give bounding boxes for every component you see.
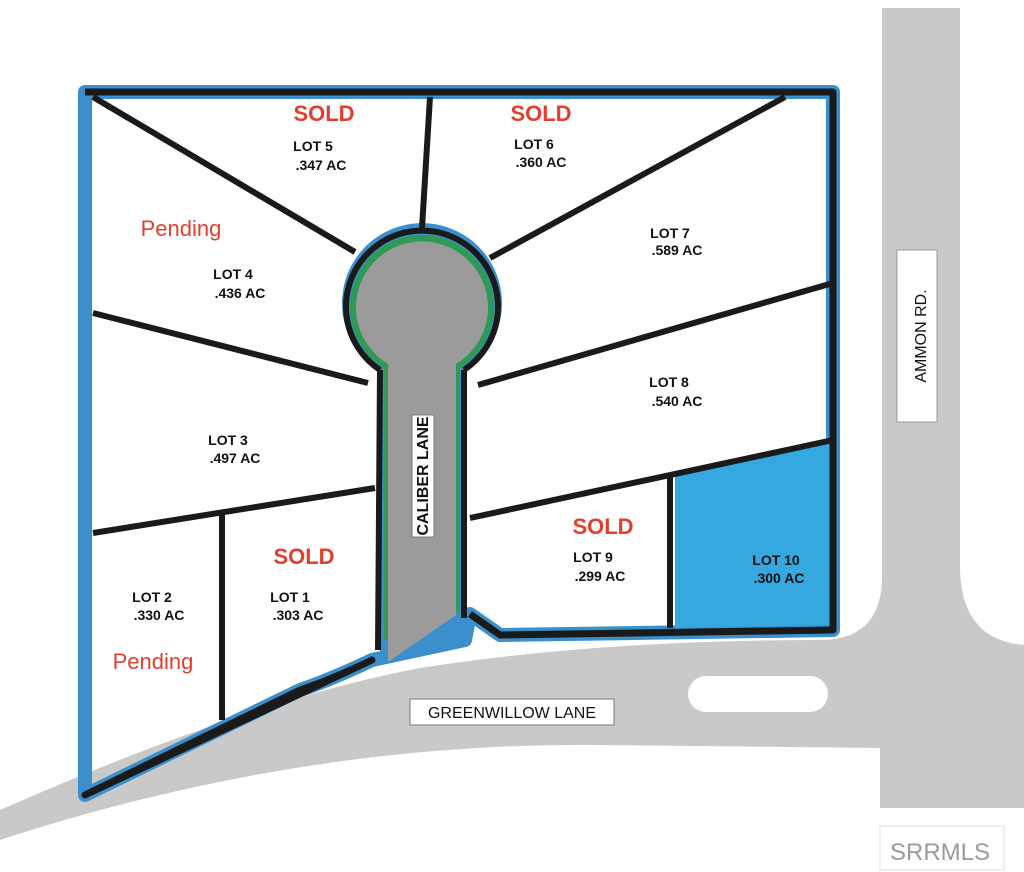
lot-5-status: SOLD (293, 101, 354, 126)
ammon-road-label: AMMON RD. (896, 249, 938, 423)
lot-lines (91, 94, 834, 720)
lot-10-name: LOT 10 (752, 552, 800, 568)
greenwillow-lane-label: GREENWILLOW LANE (409, 698, 615, 726)
lot-5-area: .347 AC (296, 157, 347, 173)
lot-7-name: LOT 7 (650, 225, 690, 241)
road-median-island (688, 676, 828, 712)
lot-4-status: Pending (141, 216, 222, 241)
lot-3-area: .497 AC (210, 450, 261, 466)
lot-9-name: LOT 9 (573, 549, 613, 565)
lot-6-status: SOLD (510, 101, 571, 126)
lot-1-status: SOLD (273, 544, 334, 569)
lot-2-name: LOT 2 (132, 589, 172, 605)
lot-8-area: .540 AC (652, 393, 703, 409)
lot-lines-outer (81, 88, 837, 799)
lot-2-area: .330 AC (134, 607, 185, 623)
ammon-road-text: AMMON RD. (913, 289, 930, 382)
lot-6-name: LOT 6 (514, 136, 554, 152)
lot-10-area: .300 AC (754, 570, 805, 586)
lot-5-name: LOT 5 (293, 138, 333, 154)
lot-6-area: .360 AC (516, 154, 567, 170)
lot-9-status: SOLD (572, 514, 633, 539)
lot-8-name: LOT 8 (649, 374, 689, 390)
lot-9-area: .299 AC (575, 568, 626, 584)
lot-2-status: Pending (113, 649, 194, 674)
lot-1-area: .303 AC (273, 607, 324, 623)
watermark: SRRMLS (879, 825, 1005, 871)
caliber-lane-text: CALIBER LANE (415, 416, 432, 535)
ammon-road (0, 8, 1024, 840)
lot-3-name: LOT 3 (208, 432, 248, 448)
lot-4-name: LOT 4 (213, 266, 253, 282)
watermark-text: SRRMLS (890, 839, 990, 866)
lot-10-highlight (675, 440, 830, 628)
lot-1-name: LOT 1 (270, 589, 310, 605)
greenwillow-lane-text: GREENWILLOW LANE (428, 705, 596, 722)
caliber-lane-label: CALIBER LANE (411, 414, 435, 538)
lot-7-area: .589 AC (652, 242, 703, 258)
lot-4-area: .436 AC (215, 285, 266, 301)
